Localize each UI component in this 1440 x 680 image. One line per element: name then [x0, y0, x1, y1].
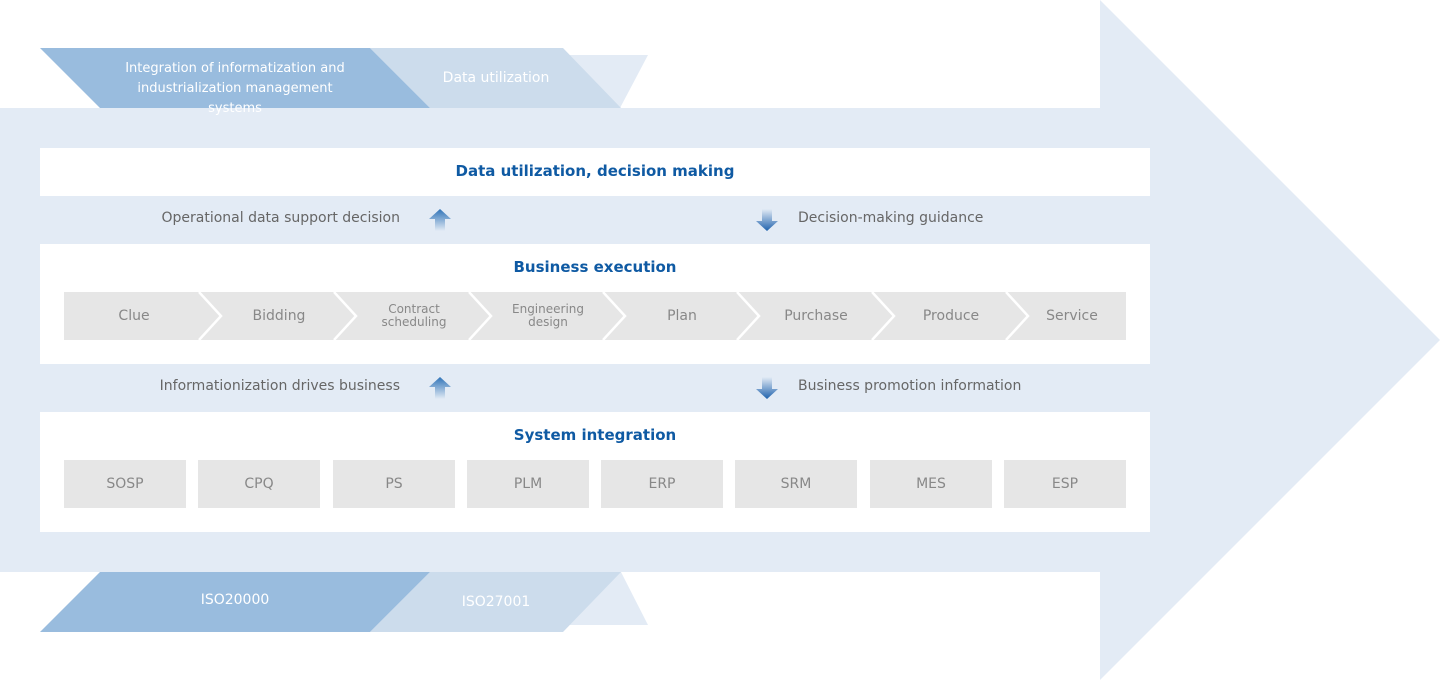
process-step-label: Service [1046, 307, 1098, 324]
process-step-label: Clue [118, 307, 150, 324]
process-step[interactable]: Engineering design [488, 292, 608, 340]
process-step[interactable]: Purchase [746, 292, 886, 340]
system-box-label: PS [385, 476, 403, 492]
process-step-label: Purchase [784, 307, 848, 324]
process-step-label: Engineering design [512, 302, 584, 329]
flow-upper-left-text: Operational data support decision [161, 210, 401, 226]
process-step[interactable]: Contract scheduling [354, 292, 474, 340]
system-box[interactable]: SRM [735, 460, 857, 508]
flow-lower-right-text: Business promotion information [798, 378, 1022, 394]
chevron-separator [602, 292, 627, 340]
system-box[interactable]: ERP [601, 460, 723, 508]
process-step-label: Produce [922, 307, 980, 324]
system-box-label: MES [916, 476, 946, 492]
chevron-separator [333, 292, 358, 340]
system-box[interactable]: ESP [1004, 460, 1126, 508]
system-box-label: CPQ [244, 476, 274, 492]
flow-upper-right-text: Decision-making guidance [798, 210, 984, 226]
top-band-primary-shape [40, 48, 430, 108]
bottom-band-primary-label: ISO20000 [200, 592, 270, 608]
process-step-label: Bidding [252, 307, 306, 324]
process-step[interactable]: Clue [64, 292, 204, 340]
system-box[interactable]: PS [333, 460, 455, 508]
process-step[interactable]: Bidding [209, 292, 349, 340]
bottom-band-primary-shape [40, 572, 430, 632]
system-box[interactable]: CPQ [198, 460, 320, 508]
system-box-label: SRM [780, 476, 812, 492]
system-box[interactable]: MES [870, 460, 992, 508]
top-band-primary-label: Integration of informatization and indus… [125, 61, 345, 116]
system-box-label: ESP [1051, 476, 1079, 492]
chevron-separator [871, 292, 896, 340]
system-box-label: SOSP [106, 476, 144, 492]
process-step[interactable]: Plan [612, 292, 752, 340]
system-box[interactable]: PLM [467, 460, 589, 508]
decision-panel-title: Data utilization, decision making [455, 162, 735, 180]
flow-row-lower: Informationization drives business Busin… [0, 364, 1440, 412]
process-steps: Clue Bidding Contract scheduling Enginee… [64, 292, 1126, 340]
process-step[interactable]: Service [1024, 292, 1120, 340]
systems-panel: System integration SOSP CPQ PS PLM ERP S… [40, 412, 1150, 532]
arrow-down-icon [755, 376, 779, 400]
chevron-separator [468, 292, 493, 340]
chevron-separator [1005, 292, 1030, 340]
system-box[interactable]: SOSP [64, 460, 186, 508]
business-panel-title: Business execution [513, 258, 677, 276]
process-step-label: Plan [667, 307, 697, 324]
system-box-label: ERP [648, 476, 676, 492]
system-box-label: PLM [513, 476, 543, 492]
top-band-secondary-label: Data utilization [442, 70, 550, 86]
decision-panel: Data utilization, decision making [40, 148, 1150, 196]
bottom-band-secondary-shape [370, 572, 621, 632]
chevron-separator [198, 292, 223, 340]
process-step-label: Contract scheduling [381, 302, 447, 329]
bottom-band-secondary-label: ISO27001 [461, 594, 531, 610]
arrow-up-icon [428, 208, 452, 232]
process-step[interactable]: Produce [881, 292, 1021, 340]
flow-lower-left-text: Informationization drives business [159, 378, 400, 394]
top-band-secondary-shape [370, 48, 621, 108]
step-separators [198, 292, 1030, 340]
systems-panel-title: System integration [513, 426, 677, 444]
arrow-down-icon [755, 208, 779, 232]
chevron-separator [736, 292, 761, 340]
flow-row-upper: Operational data support decision Decisi… [0, 196, 1440, 244]
arrow-up-icon [428, 376, 452, 400]
business-panel: Business execution Clue Bidding Contract… [40, 244, 1150, 364]
